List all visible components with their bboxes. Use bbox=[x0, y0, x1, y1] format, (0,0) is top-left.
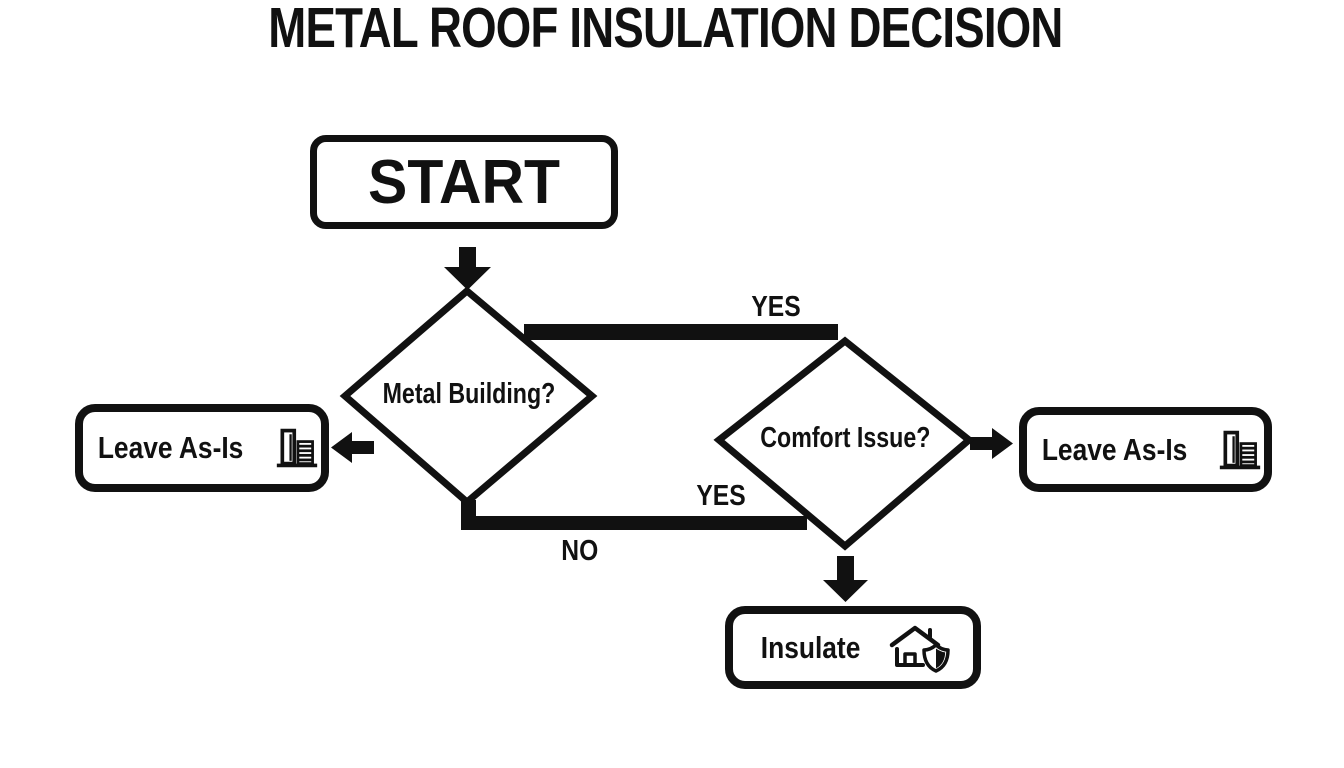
edge-label-yes-bottom: YES bbox=[696, 480, 746, 512]
decision-comfort-issue-label: Comfort Issue? bbox=[759, 422, 931, 454]
outcome-leave-as-is-left: Leave As-Is bbox=[75, 404, 329, 492]
decision-metal-building-label: Metal Building? bbox=[382, 378, 555, 410]
page-title-text: METAL ROOF INSULATION DECISION bbox=[267, 0, 1063, 60]
house-shield-icon bbox=[889, 625, 950, 673]
page-title: METAL ROOF INSULATION DECISION bbox=[0, 0, 1330, 57]
start-label: START bbox=[368, 147, 560, 217]
outcome-leave-as-is-right: Leave As-Is bbox=[1019, 407, 1272, 492]
metal-no-bar bbox=[461, 500, 807, 530]
comfort-to-insulate-arrow bbox=[823, 556, 868, 602]
edge-label-yes-top: YES bbox=[751, 291, 801, 323]
edge-label-no-bottom: NO bbox=[561, 535, 599, 567]
start-node: START bbox=[310, 135, 618, 229]
start-to-metal-arrow bbox=[444, 247, 491, 290]
building-icon bbox=[276, 428, 317, 468]
outcome-insulate: Insulate bbox=[725, 606, 981, 689]
leave-as-is-right-label: Leave As-Is bbox=[1041, 431, 1188, 467]
comfort-issue-diamond bbox=[713, 336, 975, 551]
comfort-to-leave-right-arrow bbox=[970, 428, 1013, 459]
metal-to-leave-left-arrow bbox=[331, 432, 374, 463]
building-icon bbox=[1219, 430, 1261, 469]
metal-building-diamond bbox=[339, 286, 598, 507]
leave-as-is-left-label: Leave As-Is bbox=[98, 430, 244, 465]
insulate-label: Insulate bbox=[761, 629, 861, 665]
metal-yes-bar bbox=[524, 324, 838, 340]
